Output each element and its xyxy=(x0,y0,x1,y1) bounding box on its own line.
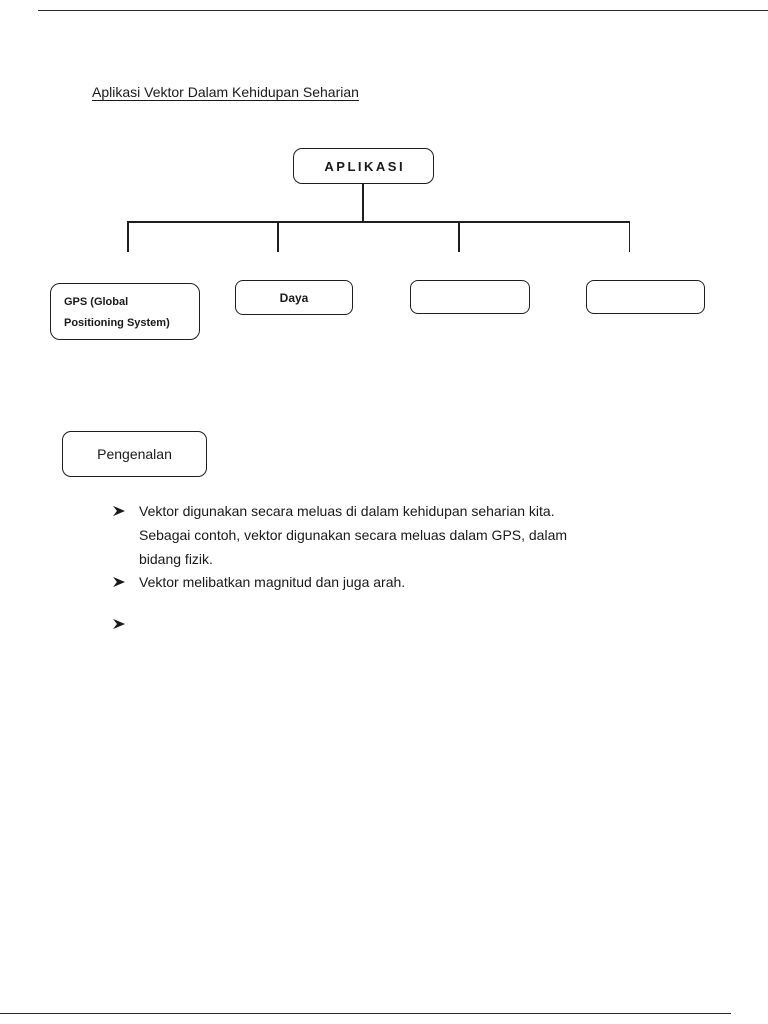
flowchart-node-aplikasi-label: APLIKASI xyxy=(324,158,406,174)
flowchart-node-empty-2 xyxy=(586,280,705,314)
flowchart-node-aplikasi: APLIKASI xyxy=(293,148,434,184)
page-edge-bottom-line xyxy=(0,1013,731,1014)
connector-drop-1 xyxy=(127,221,129,252)
arrowhead-bullet-icon xyxy=(113,576,125,588)
flowchart-node-gps-label-line1: GPS (Global xyxy=(64,296,129,308)
section-box-pengenalan: Pengenalan xyxy=(62,431,207,477)
flowchart-node-gps-label-line2: Positioning System) xyxy=(64,317,170,329)
flowchart-node-empty-1 xyxy=(410,280,530,314)
flowchart-node-daya-label: Daya xyxy=(279,290,309,305)
page-edge-top-line xyxy=(38,10,768,11)
section-box-pengenalan-label: Pengenalan xyxy=(97,446,172,462)
arrowhead-bullet-icon xyxy=(113,618,125,630)
arrowhead-bullet-icon xyxy=(113,505,125,517)
connector-root-stem xyxy=(362,184,364,222)
flowchart-node-gps: GPS (Global Positioning System) xyxy=(50,283,200,340)
flowchart-node-daya: Daya xyxy=(235,280,353,315)
bullet-text-1: Vektor digunakan secara meluas di dalam … xyxy=(139,503,568,567)
connector-drop-4 xyxy=(628,221,630,252)
bullet-item-3 xyxy=(112,612,609,630)
connector-drop-3 xyxy=(458,221,460,252)
bullet-item-2: Vektor melibatkan magnitud dan juga arah… xyxy=(112,570,609,594)
bullet-item-1: Vektor digunakan secara meluas di dalam … xyxy=(112,499,609,571)
connector-horizontal-bar xyxy=(127,221,630,223)
bullet-text-2: Vektor melibatkan magnitud dan juga arah… xyxy=(139,574,406,590)
connector-drop-2 xyxy=(277,221,279,252)
page-title: Aplikasi Vektor Dalam Kehidupan Seharian xyxy=(92,84,359,100)
